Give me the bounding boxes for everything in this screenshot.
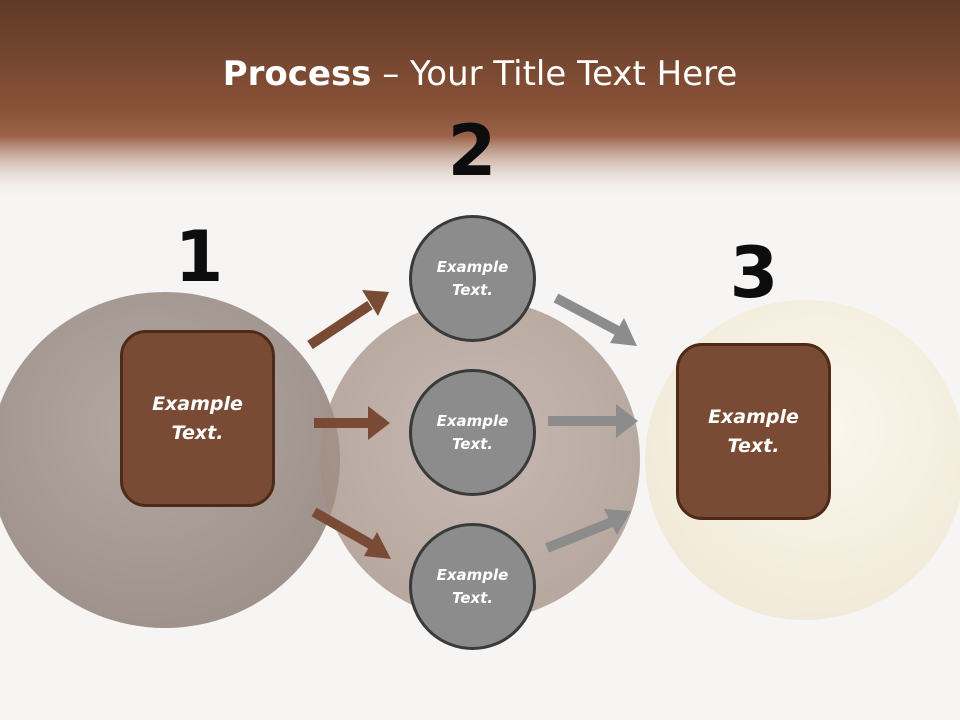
- circle-middle-text: Example Text.: [436, 411, 509, 453]
- arrow-box-to-top-circle: [307, 290, 389, 350]
- circle-bottom-text: Example Text.: [436, 565, 509, 607]
- slide-title: Process – Your Title Text Here: [0, 52, 960, 96]
- step-1-box-text: Example Text.: [152, 392, 243, 444]
- arrow-top-circle-to-box: [553, 293, 637, 346]
- step-number-3: 3: [729, 232, 779, 314]
- arrow-bottom-circle-to-box: [545, 509, 631, 553]
- step-number-1: 1: [174, 216, 224, 298]
- arrow-box-to-middle-circle: [314, 406, 390, 440]
- step-2-circle-bottom: Example Text.: [409, 523, 536, 650]
- step-2-circle-top: Example Text.: [409, 215, 536, 342]
- circle-top-text: Example Text.: [436, 257, 509, 299]
- step-2-circle-middle: Example Text.: [409, 369, 536, 496]
- arrow-box-to-bottom-circle: [311, 507, 391, 559]
- arrow-middle-circle-to-box: [548, 404, 638, 438]
- step-number-2: 2: [447, 110, 497, 192]
- step-3-box-text: Example Text.: [708, 405, 799, 457]
- title-bold: Process: [222, 54, 372, 94]
- step-1-box: Example Text.: [120, 330, 275, 507]
- step-3-box: Example Text.: [676, 343, 831, 520]
- title-rest: – Your Title Text Here: [371, 54, 738, 94]
